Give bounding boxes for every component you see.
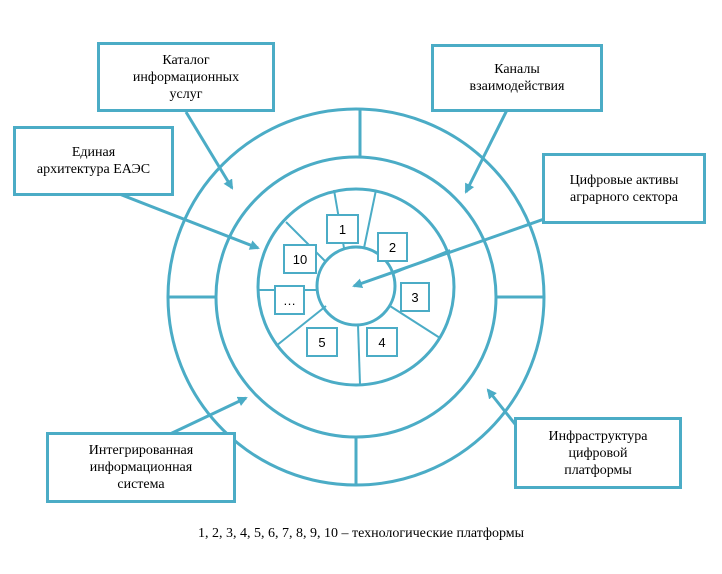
spoke	[363, 189, 377, 249]
infrastructure-box: Инфраструктура цифровой платформы	[514, 417, 682, 489]
integrated-system-label: Интегрированная информационная система	[88, 443, 194, 492]
architecture-label: Единая архитектура ЕАЭС	[36, 145, 151, 177]
platform-box: 2	[377, 232, 408, 262]
spoke	[285, 221, 327, 263]
infrastructure-label: Инфраструктура цифровой платформы	[548, 428, 648, 478]
platform-box: …	[274, 285, 305, 315]
platform-box: 4	[366, 327, 398, 357]
arrow-catalog	[184, 111, 234, 190]
digital-assets-label: Цифровые активы аграрного сектора	[569, 172, 679, 205]
integrated-system-box: Интегрированная информационная система	[46, 432, 236, 503]
spoke	[275, 305, 327, 347]
caption: 1, 2, 3, 4, 5, 6, 7, 8, 9, 10 – технолог…	[197, 526, 525, 541]
channels-label: Каналы взаимодействия	[469, 62, 565, 94]
arrow-architecture	[103, 186, 260, 250]
spoke	[357, 324, 361, 385]
channels-box: Каналы взаимодействия	[431, 44, 603, 112]
platform-box: 10	[283, 244, 317, 274]
platform-box: 5	[306, 327, 338, 357]
architecture-box: Единая архитектура ЕАЭС	[13, 126, 174, 196]
spoke	[389, 305, 441, 339]
platform-box: 3	[400, 282, 430, 312]
digital-assets-box: Цифровые активы аграрного сектора	[542, 153, 706, 224]
catalog-box: Каталог информационных услуг	[97, 42, 275, 112]
arrow-integrated-system	[169, 396, 248, 436]
catalog-label: Каталог информационных услуг	[132, 52, 240, 102]
inner-ring	[256, 187, 456, 387]
platform-box: 1	[326, 214, 359, 244]
